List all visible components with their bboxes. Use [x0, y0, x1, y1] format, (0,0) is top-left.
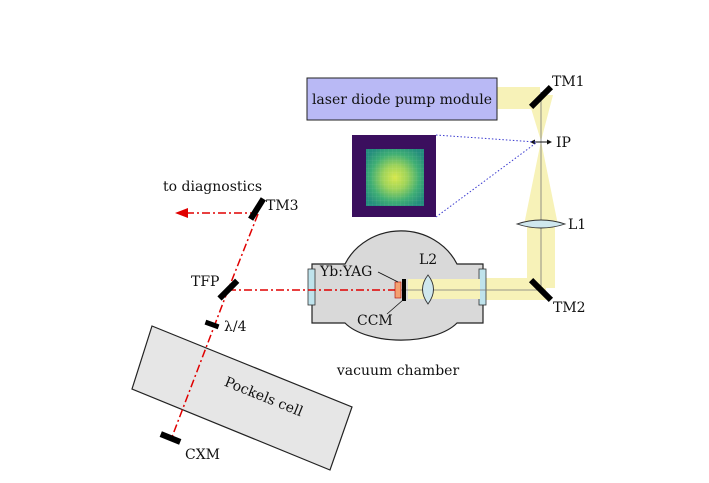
- cxm-label: CXM: [185, 447, 220, 463]
- yb-yag-label: Yb:YAG: [319, 264, 372, 280]
- lens-l2-label: L2: [419, 252, 437, 268]
- yb-yag-crystal: [394, 281, 402, 299]
- pockels-cell-box: [131, 325, 353, 471]
- lens-l1: L1: [515, 217, 586, 233]
- tfp-label: TFP: [191, 274, 219, 290]
- image-plane-marker: IP: [530, 135, 571, 151]
- inset-link-top: [435, 134, 537, 143]
- ip-arrow-left-head: [530, 139, 535, 145]
- ccm-leader: [386, 299, 404, 315]
- lens-l2-shape: [422, 274, 434, 305]
- ip-arrow-right-head: [547, 139, 552, 145]
- pump-beam-top-segment: [488, 87, 540, 109]
- yb-yag-leader: [377, 271, 399, 283]
- mirror-tm1: [528, 84, 554, 110]
- chamber-window-left: [307, 268, 316, 306]
- tm3-label: TM3: [266, 198, 299, 214]
- quarter-wave-label: λ/4: [224, 319, 247, 335]
- lens-l1-shape: [515, 219, 567, 229]
- lens-l2: L2: [419, 252, 437, 305]
- laser-beam-tfp-to-cxm: [171, 289, 229, 438]
- mirror-tm3: [248, 197, 266, 221]
- pump-beam-inside-chamber: [408, 279, 480, 299]
- mirrors: [159, 84, 554, 445]
- chamber-window-right: [478, 268, 487, 306]
- inset-link-bottom: [435, 142, 537, 218]
- mirror-tfp: [217, 278, 240, 301]
- vacuum-chamber-label: vacuum chamber: [336, 363, 460, 379]
- beam-profile-inset: [352, 134, 537, 218]
- laser-beam: [171, 212, 401, 438]
- tm1-label: TM1: [552, 74, 585, 90]
- lens-l1-label: L1: [568, 217, 586, 233]
- quarter-wave-plate: [204, 319, 220, 330]
- ccm-label: CCM: [357, 313, 393, 329]
- gain-module: Yb:YAG CCM: [319, 264, 406, 329]
- pump-module-box: [306, 77, 498, 121]
- pump-module: laser diode pump module: [306, 77, 498, 121]
- pockels-cell: Pockels cell: [131, 325, 353, 471]
- mirror-cxm: [159, 431, 182, 445]
- ccm-mirror: [402, 279, 406, 301]
- laser-beam-tm3-to-tfp: [227, 213, 259, 291]
- to-diagnostics-label: to diagnostics: [163, 179, 262, 195]
- mirror-tm2: [528, 277, 554, 303]
- pump-module-label: laser diode pump module: [312, 92, 492, 108]
- tm2-label: TM2: [553, 300, 586, 316]
- beam-profile-texture: [366, 149, 424, 206]
- ip-label: IP: [556, 135, 571, 151]
- diagnostics-arrowhead: [175, 208, 188, 218]
